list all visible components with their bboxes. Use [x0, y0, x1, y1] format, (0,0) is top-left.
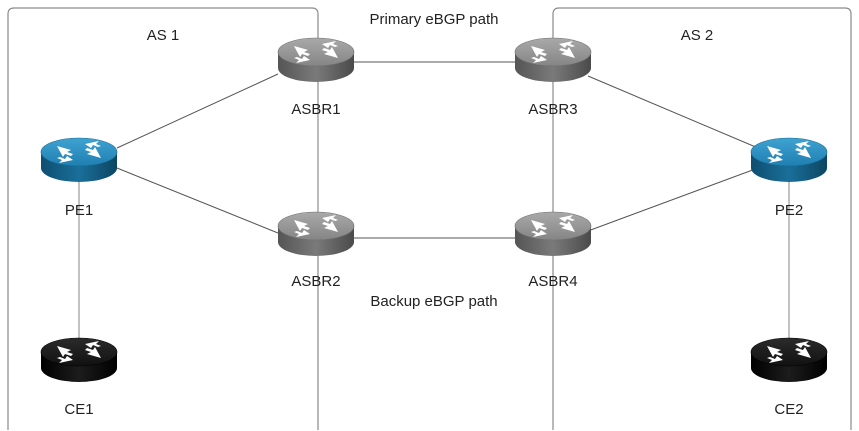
- router-asbr3[interactable]: [514, 37, 592, 83]
- links: [78, 61, 790, 344]
- router-ce1[interactable]: [40, 337, 118, 383]
- asbr1-label: ASBR1: [291, 101, 340, 118]
- link-pe1-asbr1: [116, 73, 279, 149]
- router-asbr1[interactable]: [277, 37, 355, 83]
- pe1-label: PE1: [65, 202, 93, 219]
- router-asbr4[interactable]: [514, 211, 592, 257]
- asbr2-label: ASBR2: [291, 273, 340, 290]
- link-asbr4-pe2: [587, 167, 759, 232]
- asbr3-label: ASBR3: [528, 101, 577, 118]
- as2-label: AS 2: [681, 27, 714, 44]
- router-asbr2[interactable]: [277, 211, 355, 257]
- primary-path-label: Primary eBGP path: [370, 11, 499, 28]
- as2-boundary: [552, 7, 852, 430]
- ce2-label: CE2: [774, 401, 803, 418]
- as1-boundary: [7, 7, 319, 430]
- as1-label: AS 1: [147, 27, 180, 44]
- link-pe1-asbr2: [116, 167, 279, 234]
- router-ce2[interactable]: [750, 337, 828, 383]
- pe2-label: PE2: [775, 202, 803, 219]
- backup-path-label: Backup eBGP path: [370, 293, 497, 310]
- router-pe1[interactable]: [40, 137, 118, 183]
- asbr4-label: ASBR4: [528, 273, 577, 290]
- link-asbr3-pe2: [587, 75, 759, 149]
- router-pe2[interactable]: [750, 137, 828, 183]
- ce1-label: CE1: [64, 401, 93, 418]
